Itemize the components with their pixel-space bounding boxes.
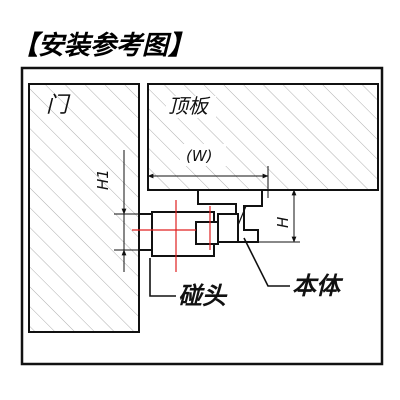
outer-frame (20, 66, 384, 366)
body-label: 本体 (292, 272, 344, 300)
diagram-title: 【安装参考图】 (12, 31, 194, 61)
bumper-block (138, 211, 239, 257)
bumper-label: 碰头 (178, 282, 228, 310)
h1-dimension (114, 150, 150, 272)
width-dimension-label: (W) (186, 147, 213, 165)
h-dimension (258, 189, 300, 243)
centerlines (132, 200, 211, 272)
door-label: 门 (46, 93, 71, 118)
h1-dimension-label: H1 (94, 169, 112, 190)
top-panel-label: 顶板 (168, 94, 211, 118)
door-panel (28, 83, 140, 333)
bumper-leader (149, 258, 176, 297)
width-dimension: (W) (147, 144, 269, 198)
body-leader (243, 237, 290, 287)
h-dimension-label: H (274, 217, 292, 228)
